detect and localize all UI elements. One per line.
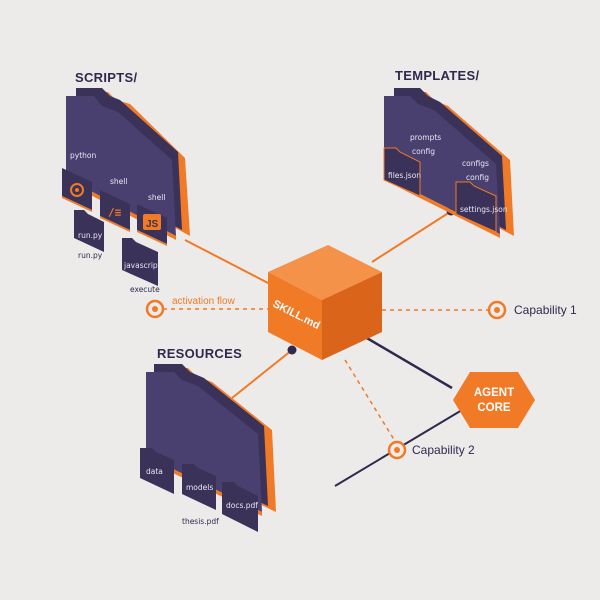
- scripts-shell-label-1: shell: [110, 177, 127, 186]
- line-cube-agent: [359, 332, 453, 390]
- node-resources: [287, 345, 297, 355]
- agent-core-line-2: CORE: [477, 402, 511, 414]
- js-file-tile[interactable]: JS: [137, 204, 167, 246]
- resources-caption: thesis.pdf: [182, 517, 219, 526]
- settings-json-file[interactable]: settings.json: [455, 181, 508, 233]
- capability-2[interactable]: Capability 2: [387, 440, 475, 460]
- data-file[interactable]: data: [140, 448, 174, 494]
- run-py-caption: run.py: [78, 251, 103, 260]
- models-filename: models: [186, 483, 213, 492]
- line-templates-cube: [371, 211, 451, 263]
- templates-folder[interactable]: TEMPLATES/ prompts config configs config…: [383, 68, 514, 238]
- resources-folder[interactable]: RESOURCES data models docs.pdf thesis.pd…: [140, 346, 276, 532]
- templates-config-label: config: [412, 147, 435, 156]
- docs-pdf-filename: docs.pdf: [226, 501, 258, 510]
- templates-title: TEMPLATES/: [395, 68, 479, 83]
- capability-2-label: Capability 2: [412, 443, 475, 457]
- python-icon: [70, 183, 84, 197]
- resources-title: RESOURCES: [157, 346, 242, 361]
- agent-core-line-1: AGENT: [474, 387, 514, 399]
- line-resources-cube: [231, 349, 293, 399]
- agent-core-hexagon: [453, 372, 535, 428]
- skill-md-cube[interactable]: SKILL.md: [268, 245, 382, 360]
- activation-flow[interactable]: activation flow: [145, 296, 236, 319]
- scripts-title: SCRIPTS/: [75, 70, 137, 85]
- javascript-sh-file[interactable]: javascript.sh execute: [122, 238, 172, 294]
- python-file-tile[interactable]: [62, 168, 92, 212]
- js-icon: [143, 214, 161, 230]
- run-py-file[interactable]: run.py run.py: [74, 210, 104, 260]
- javascript-sh-caption: execute: [130, 285, 160, 294]
- scripts-shell-label-2: shell: [148, 193, 165, 202]
- svg-text:JS: JS: [146, 219, 159, 230]
- shell-icon: /≡: [108, 206, 122, 219]
- capability-1[interactable]: Capability 1: [487, 300, 577, 320]
- files-json-file[interactable]: files.json: [383, 147, 421, 197]
- scripts-folder[interactable]: SCRIPTS/ python shell shell /≡ JS: [62, 70, 190, 294]
- line-scripts-cube: [184, 239, 273, 286]
- settings-json-filename: settings.json: [460, 205, 508, 214]
- capability-1-label: Capability 1: [514, 303, 577, 317]
- agent-core[interactable]: AGENT CORE: [453, 372, 535, 428]
- line-cube-cap2: [344, 359, 399, 447]
- models-file[interactable]: models: [182, 464, 216, 510]
- javascript-sh-filename: javascript.sh: [123, 261, 172, 270]
- shell-file-tile[interactable]: /≡: [100, 190, 130, 232]
- files-json-filename: files.json: [388, 171, 421, 180]
- data-filename: data: [146, 467, 163, 476]
- activation-flow-label: activation flow: [172, 296, 236, 307]
- templates-configs-label: configs: [462, 159, 489, 168]
- templates-config-label-2: config: [466, 173, 489, 182]
- docs-pdf-file[interactable]: docs.pdf: [222, 482, 258, 532]
- run-py-filename: run.py: [78, 231, 103, 240]
- scripts-python-label: python: [70, 151, 96, 160]
- templates-prompts-label: prompts: [410, 133, 441, 142]
